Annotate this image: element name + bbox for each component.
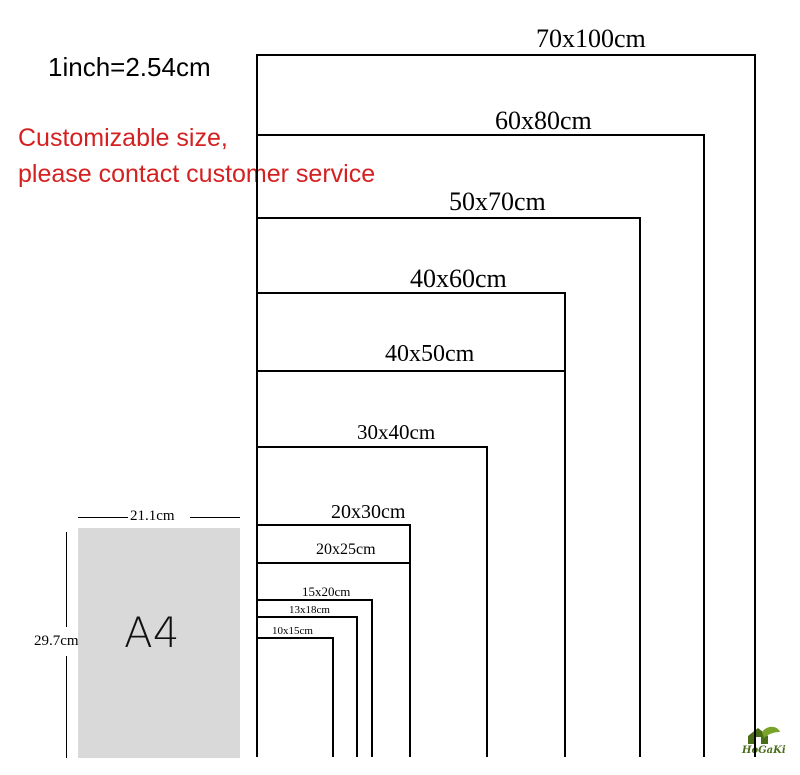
a4-width-label: 21.1cm xyxy=(130,508,175,525)
a4-width-line-left xyxy=(78,517,128,518)
house-leaf-logo-icon xyxy=(748,726,780,744)
size-label: 20x25cm xyxy=(316,541,376,558)
a4-height-line-bottom xyxy=(66,656,67,758)
unit-conversion-text: 1inch=2.54cm xyxy=(48,52,211,82)
a4-height-line-top xyxy=(66,532,67,627)
note-line-1: Customizable size, xyxy=(18,124,228,152)
size-label: 50x70cm xyxy=(449,187,546,216)
a4-height-label: 29.7cm xyxy=(34,633,79,649)
a4-sheet xyxy=(78,528,240,758)
size-label: 60x80cm xyxy=(495,106,592,135)
a4-label: A4 xyxy=(124,608,180,657)
size-label: 40x60cm xyxy=(410,264,507,293)
size-label: 20x30cm xyxy=(331,501,406,523)
size-label: 10x15cm xyxy=(272,625,313,637)
size-label: 13x18cm xyxy=(289,604,330,616)
note-line-2: please contact customer service xyxy=(18,160,376,188)
logo-text: HoGaKi xyxy=(742,745,786,756)
size-label: 30x40cm xyxy=(357,420,436,444)
size-label: 40x50cm xyxy=(385,341,475,367)
a4-width-line-right xyxy=(190,517,240,518)
size-label: 15x20cm xyxy=(302,584,351,599)
customization-note: Customizable size, please contact custom… xyxy=(18,120,375,192)
size-label: 70x100cm xyxy=(536,24,646,53)
size-frame xyxy=(256,637,334,757)
